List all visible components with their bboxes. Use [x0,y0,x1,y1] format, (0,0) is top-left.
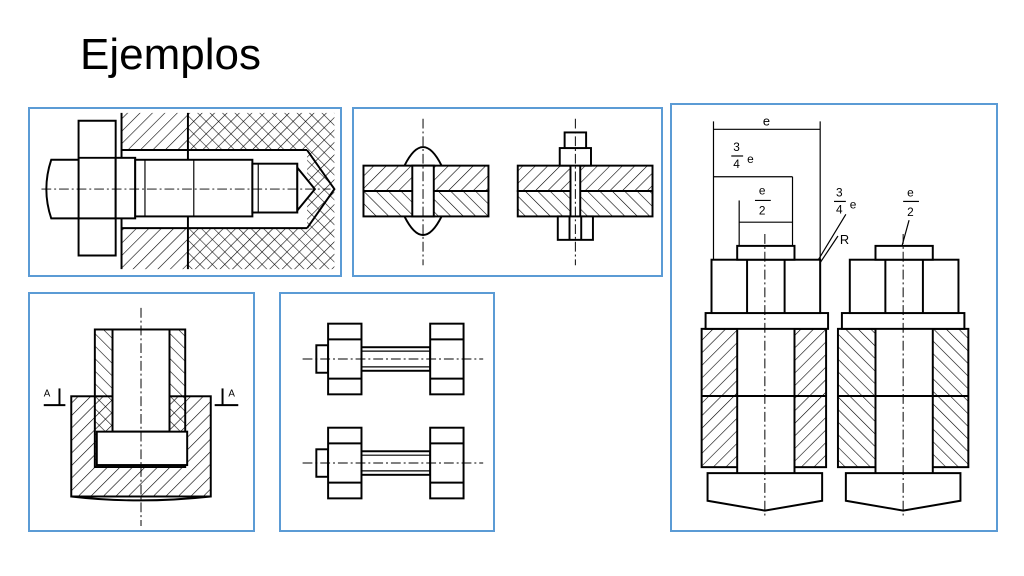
panel-bolt-elevations [279,292,495,532]
dim-half-e-bottom: 2 [759,203,766,217]
dim-half-e-right-top: e [907,185,914,199]
bushing-section-drawing: A A [44,307,239,526]
rivet-and-bolt-drawing [362,118,654,266]
section-mark-right: A [228,388,235,399]
section-mark-left: A [44,388,51,399]
panel-bushing-section: A A [28,292,255,532]
nut-dimensions-drawing: e 3 4 e e 2 3 4 e R e 2 [700,113,970,519]
slide-title: Ejemplos [80,30,261,79]
dim-half-e-top: e [759,184,766,198]
bolt-elevations-drawing [302,322,484,500]
bolt-in-block-drawing [41,112,336,270]
dim-3-4-numerator: 3 [733,140,740,154]
dim-3-4-right-e: e [850,197,857,211]
panel-bolt-in-block [28,107,342,277]
dim-3-4-e: e [747,152,754,166]
dim-3-4-denominator: 4 [733,157,740,171]
dim-3-4-right-den: 4 [836,202,843,216]
dim-half-e-right-bottom: 2 [907,205,914,219]
panel-nut-dimensions: e 3 4 e e 2 3 4 e R e 2 [670,103,998,532]
dim-3-4-right-num: 3 [836,185,843,199]
radius-label: R [840,232,849,247]
dim-e-label: e [763,113,770,128]
panel-rivet-and-bolt [352,107,663,277]
